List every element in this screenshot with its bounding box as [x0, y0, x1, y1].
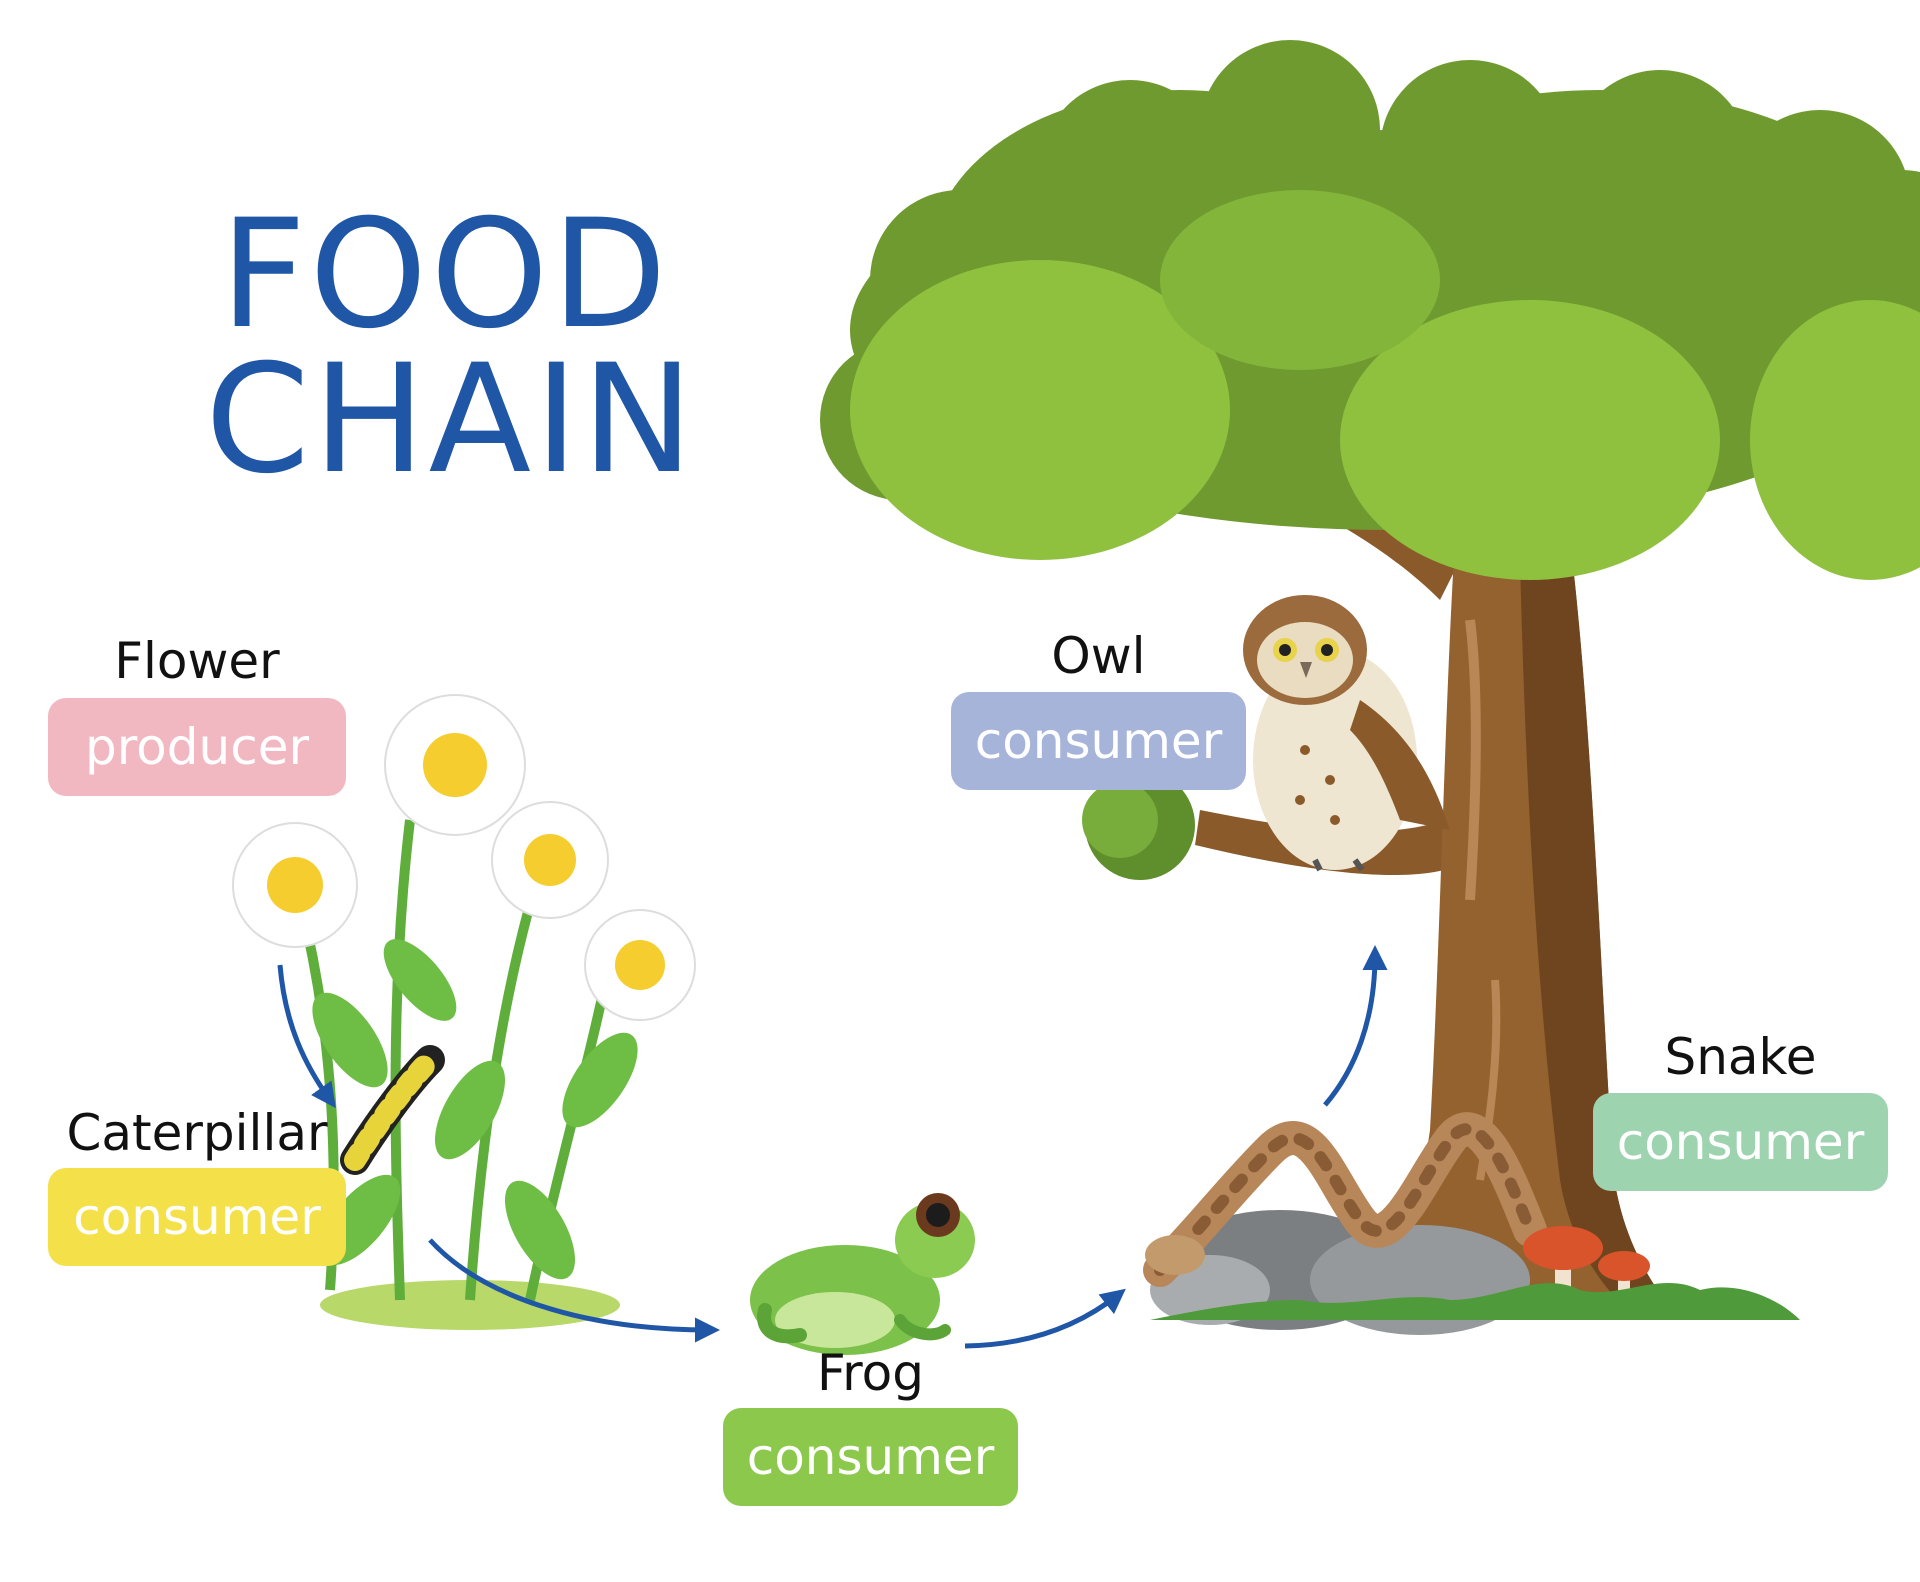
- food-chain-arrows: [277, 945, 1388, 1349]
- badge-snake-consumer: consumer: [1593, 1093, 1888, 1191]
- grass-icon: [1150, 1282, 1800, 1320]
- badge-caterpillar-consumer: consumer: [48, 1168, 346, 1266]
- badge-frog-consumer: consumer: [723, 1408, 1018, 1506]
- arrow-caterpillar-to-frog: [428, 1238, 720, 1343]
- mushroom-icon: [1523, 1226, 1650, 1315]
- arrow-flower-to-caterpillar: [277, 964, 336, 1109]
- snake-icon: [1143, 1112, 1547, 1287]
- label-flower: Flower: [114, 632, 280, 690]
- badge-producer: producer: [48, 698, 346, 796]
- label-caterpillar: Caterpillar: [66, 1104, 328, 1162]
- title-line-2: CHAIN: [205, 333, 697, 507]
- frog-icon: [750, 1193, 975, 1355]
- daisy-flowers-icon: [232, 694, 696, 1330]
- badge-owl-consumer: consumer: [951, 692, 1246, 790]
- arrow-frog-to-snake: [964, 1288, 1126, 1349]
- owl-icon: [1243, 595, 1450, 872]
- label-snake: Snake: [1664, 1028, 1817, 1086]
- label-owl: Owl: [1051, 627, 1146, 685]
- label-frog: Frog: [817, 1344, 924, 1402]
- arrow-snake-to-owl: [1323, 945, 1388, 1107]
- title-line-1: FOOD: [220, 188, 670, 362]
- caterpillar-icon: [340, 1045, 445, 1175]
